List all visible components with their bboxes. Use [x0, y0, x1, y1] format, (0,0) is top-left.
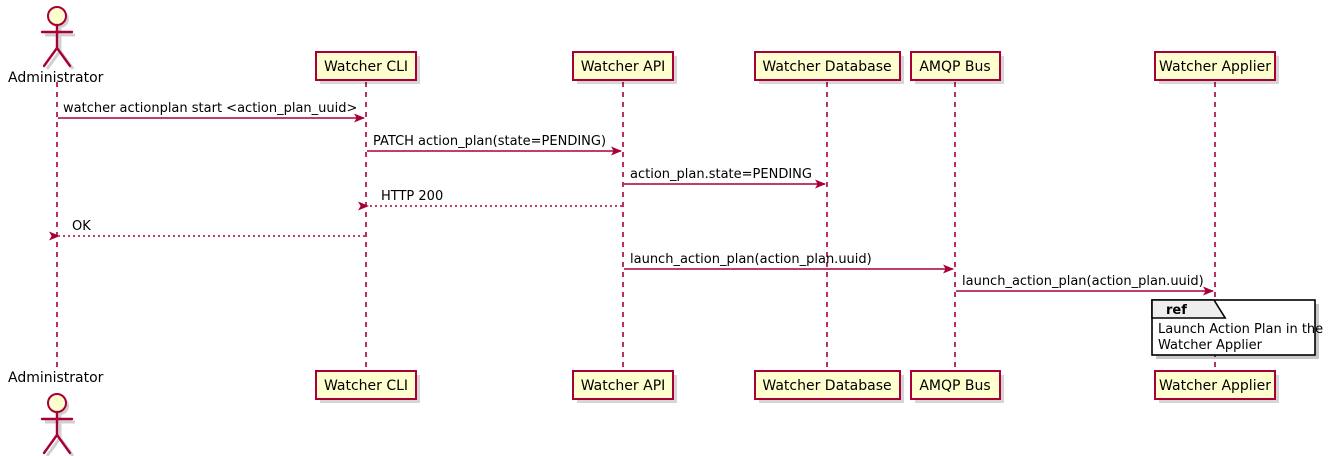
actor-administrator-bottom: Administrator: [8, 370, 104, 456]
participant-box[interactable]: [754, 51, 901, 81]
message-label: launch_action_plan(action_plan.uuid): [962, 274, 1204, 289]
message-msg-3: action_plan.state=PENDING: [624, 167, 826, 189]
actor-leg-right-icon: [55, 46, 72, 68]
participant-label-watcher-api: Watcher API: [581, 378, 666, 394]
participant-label-watcher-database: Watcher Database: [762, 59, 891, 75]
lifelines-layer: [56, 82, 1216, 368]
message-msg-1: watcher actionplan start <action_plan_uu…: [58, 101, 365, 123]
participant-label-watcher-applier: Watcher Applier: [1159, 378, 1271, 394]
message-label: PATCH action_plan(state=PENDING): [373, 134, 606, 149]
message-msg-7: launch_action_plan(action_plan.uuid): [956, 274, 1214, 296]
participant-label-watcher-database: Watcher Database: [762, 378, 891, 394]
message-label: watcher actionplan start <action_plan_uu…: [63, 101, 357, 116]
participant-label-watcher-cli: Watcher CLI: [324, 59, 408, 75]
participant-box[interactable]: [315, 370, 417, 400]
participant-box[interactable]: [1154, 51, 1276, 81]
participant-label-watcher-cli: Watcher CLI: [324, 378, 408, 394]
message-label: OK: [72, 219, 91, 234]
participant-label-watcher-api: Watcher API: [581, 59, 666, 75]
message-label: HTTP 200: [381, 189, 443, 204]
participant-box[interactable]: [315, 51, 417, 81]
participant-watcher-api-bottom[interactable]: Watcher API: [572, 370, 677, 403]
actor-label-administrator: Administrator: [8, 70, 104, 86]
participant-watcher-applier-bottom[interactable]: Watcher Applier: [1154, 370, 1279, 403]
participant-box[interactable]: [572, 51, 674, 81]
participant-watcher-api-top[interactable]: Watcher API: [572, 51, 677, 84]
participant-label-amqp-bus: AMQP Bus: [919, 378, 990, 394]
actor-administrator-top: Administrator: [8, 6, 104, 86]
actor-head-icon: [47, 6, 67, 26]
message-label: launch_action_plan(action_plan.uuid): [630, 252, 872, 267]
participants-top-layer: Administrator Watcher CLI Watcher API Watch…: [8, 6, 1279, 86]
participant-watcher-database-bottom[interactable]: Watcher Database: [754, 370, 904, 403]
actor-head-icon: [47, 393, 67, 413]
message-msg-4: HTTP 200: [358, 189, 622, 211]
ref-fragment-tab-label: ref: [1166, 303, 1187, 318]
participant-box[interactable]: [754, 370, 901, 400]
actor-leg-left-icon: [42, 46, 59, 68]
message-label: action_plan.state=PENDING: [630, 167, 812, 182]
participant-box[interactable]: [572, 370, 674, 400]
actor-leg-right-icon: [55, 433, 72, 455]
participant-watcher-applier-top[interactable]: Watcher Applier: [1154, 51, 1279, 84]
ref-fragment-line-1: Watcher Applier: [1158, 338, 1263, 353]
messages-layer: watcher actionplan start <action_plan_uu…: [49, 101, 1214, 296]
participant-box[interactable]: [910, 370, 1001, 400]
participant-label-watcher-applier: Watcher Applier: [1159, 59, 1271, 75]
participant-watcher-cli-top[interactable]: Watcher CLI: [315, 51, 420, 84]
participant-amqp-bus-bottom[interactable]: AMQP Bus: [910, 370, 1004, 403]
ref-fragment-line-0: Launch Action Plan in the: [1158, 322, 1323, 337]
ref-fragment-tab: [1151, 299, 1227, 319]
participant-box[interactable]: [1154, 370, 1276, 400]
message-msg-6: launch_action_plan(action_plan.uuid): [624, 252, 954, 274]
participant-watcher-database-top[interactable]: Watcher Database: [754, 51, 904, 84]
actor-label-administrator: Administrator: [8, 370, 104, 386]
participant-amqp-bus-top[interactable]: AMQP Bus: [910, 51, 1004, 84]
participant-box[interactable]: [910, 51, 1001, 81]
message-msg-2: PATCH action_plan(state=PENDING): [367, 134, 622, 156]
participant-label-amqp-bus: AMQP Bus: [919, 59, 990, 75]
actor-leg-left-icon: [42, 433, 59, 455]
message-msg-5: OK: [49, 219, 365, 241]
participant-watcher-cli-bottom[interactable]: Watcher CLI: [315, 370, 420, 403]
